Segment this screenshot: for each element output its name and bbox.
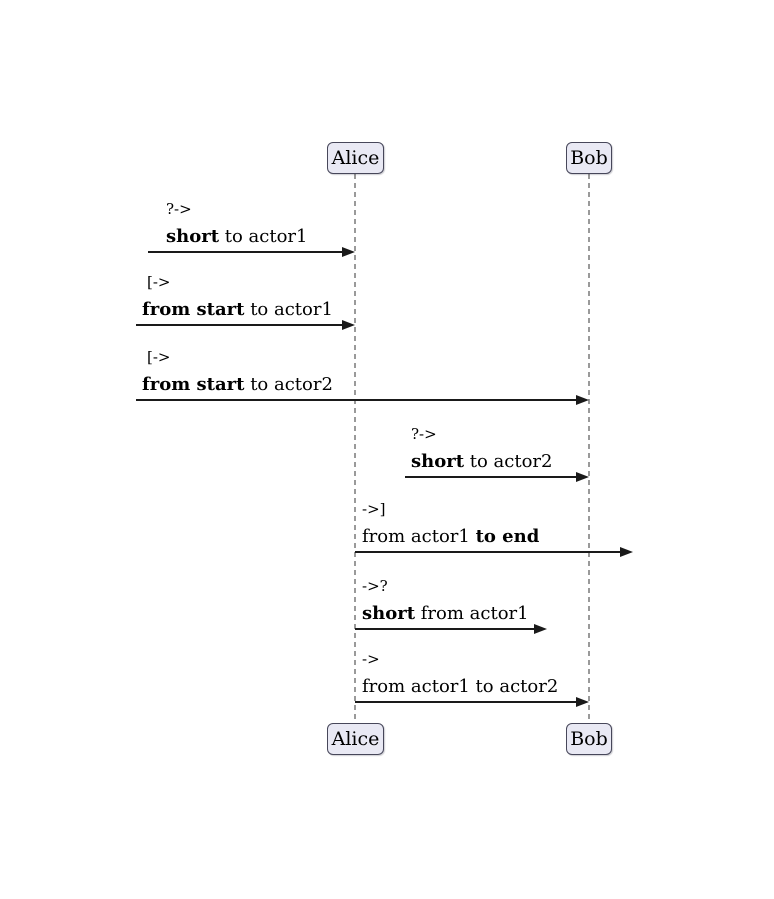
actor-label-alice-bottom: Alice	[331, 727, 380, 750]
message-4-label: short to actor2	[411, 451, 553, 472]
message-5-arrow-head	[620, 547, 633, 557]
message-5-arrow	[355, 551, 620, 553]
actor-label-bob-bottom: Bob	[570, 727, 608, 750]
message-1-operator: ?->	[166, 200, 192, 218]
lifeline-bob	[588, 174, 590, 723]
message-5-operator: ->]	[362, 500, 386, 518]
actor-label-bob-top: Bob	[570, 146, 608, 169]
message-7-label: from actor1 to actor2	[362, 676, 559, 697]
actor-label-alice-top: Alice	[331, 146, 380, 169]
message-3-operator: [->	[147, 348, 171, 366]
message-6-arrow-head	[534, 624, 547, 634]
message-4-arrow	[405, 476, 578, 478]
message-2-operator: [->	[147, 273, 171, 291]
message-2-arrow	[136, 324, 345, 326]
message-6-label: short from actor1	[362, 603, 529, 624]
message-3-arrow-head	[576, 395, 589, 405]
message-3-arrow	[136, 399, 578, 401]
message-1-arrow	[148, 251, 345, 253]
actor-box-bob-bottom: Bob	[566, 723, 612, 755]
message-1-label: short to actor1	[166, 226, 308, 247]
lifeline-alice	[354, 174, 356, 723]
message-3-label: from start to actor2	[142, 374, 333, 395]
message-5-label: from actor1 to end	[362, 526, 540, 547]
message-6-operator: ->?	[362, 577, 388, 595]
message-1-arrow-head	[342, 247, 355, 257]
message-4-operator: ?->	[411, 425, 437, 443]
message-7-operator: ->	[362, 650, 380, 668]
message-7-arrow-head	[576, 697, 589, 707]
message-6-arrow	[355, 628, 534, 630]
message-2-arrow-head	[342, 320, 355, 330]
message-4-arrow-head	[576, 472, 589, 482]
actor-box-alice-top: Alice	[327, 142, 384, 174]
message-2-label: from start to actor1	[142, 299, 333, 320]
actor-box-bob-top: Bob	[566, 142, 612, 174]
actor-box-alice-bottom: Alice	[327, 723, 384, 755]
message-7-arrow	[355, 701, 578, 703]
